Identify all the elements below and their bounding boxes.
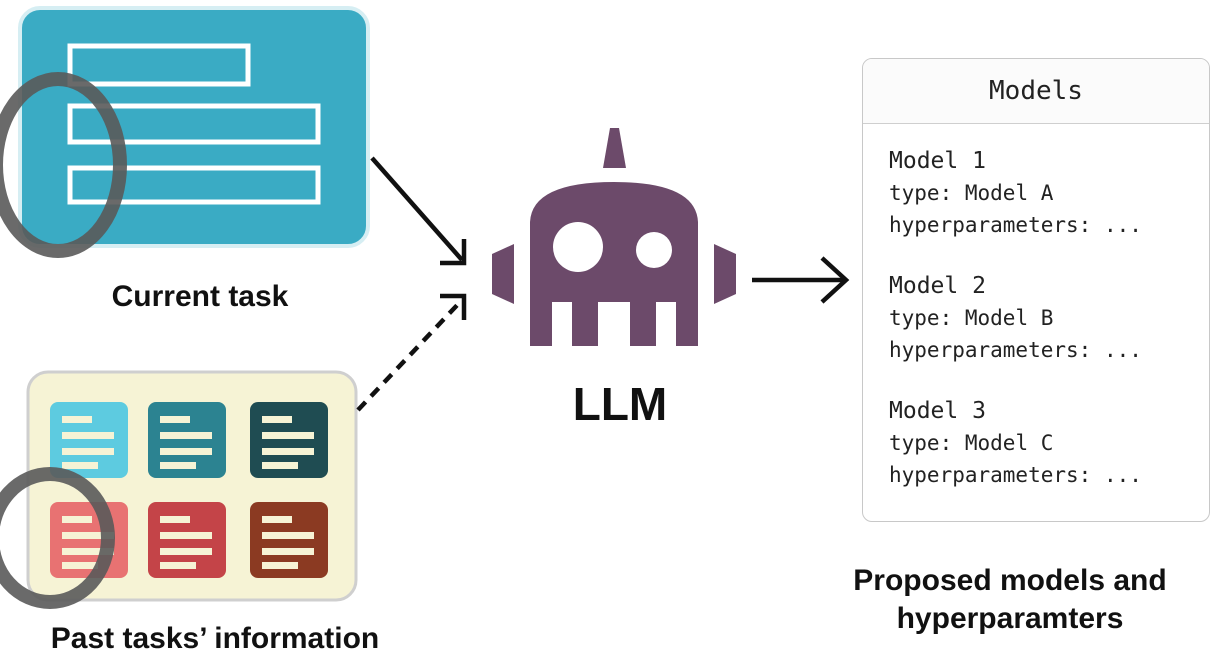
model-hp-row: hyperparameters: ... — [889, 459, 1142, 491]
tile-text-line — [62, 448, 114, 455]
model-type-value: Model B — [964, 306, 1054, 330]
model-hp-key: hyperparameters: — [889, 213, 1092, 237]
past-task-tile — [148, 502, 226, 578]
current-task-icon — [18, 6, 370, 248]
tile-text-line — [160, 548, 212, 555]
tile-text-line — [62, 532, 114, 539]
past-task-tile — [148, 402, 226, 478]
output-label-line-1: Proposed models and — [853, 564, 1167, 597]
model-hp-value: ... — [1103, 213, 1142, 237]
tile-text-line — [160, 448, 212, 455]
model-type-key: type: — [889, 431, 953, 455]
model-entry-3: Model 3 type: Model C hyperparameters: .… — [889, 395, 1142, 491]
current-task-line-1 — [67, 43, 251, 87]
tile-text-line — [62, 432, 114, 439]
model-hp-value: ... — [1103, 338, 1142, 362]
model-hp-row: hyperparameters: ... — [889, 334, 1142, 366]
tile-text-line — [62, 548, 114, 555]
past-tasks-highlight-ring — [0, 467, 115, 609]
tile-text-line — [160, 416, 190, 423]
output-label-line-2: hyperparamters — [896, 602, 1124, 635]
models-panel-title: Models — [863, 59, 1209, 124]
past-task-tile — [250, 402, 328, 478]
model-type-key: type: — [889, 181, 953, 205]
tile-text-line — [160, 462, 196, 469]
tile-text-line — [262, 532, 314, 539]
tile-text-line — [262, 448, 314, 455]
tile-text-line — [62, 462, 98, 469]
model-type-key: type: — [889, 306, 953, 330]
robot-head — [530, 182, 698, 346]
model-hp-key: hyperparameters: — [889, 338, 1092, 362]
past-task-tile — [50, 502, 128, 578]
model-entry-1: Model 1 type: Model A hyperparameters: .… — [889, 145, 1142, 241]
past-tasks-label: Past tasks’ information — [50, 622, 380, 655]
model-name: Model 3 — [889, 398, 986, 424]
model-type-value: Model A — [964, 181, 1054, 205]
robot-right-eye — [636, 232, 672, 268]
model-type-value: Model C — [964, 431, 1054, 455]
past-task-tile — [250, 502, 328, 578]
tile-text-line — [262, 516, 292, 523]
tile-text-line — [160, 532, 212, 539]
robot-left-ear — [492, 244, 514, 304]
output-label: Proposed models and hyperparamters — [800, 562, 1220, 638]
robot-right-ear — [714, 244, 736, 304]
model-type-row: type: Model C — [889, 427, 1142, 459]
past-task-tile — [50, 402, 128, 478]
model-type-row: type: Model A — [889, 177, 1142, 209]
model-hp-row: hyperparameters: ... — [889, 209, 1142, 241]
tile-text-line — [262, 432, 314, 439]
tile-text-line — [62, 516, 92, 523]
tile-text-line — [262, 416, 292, 423]
model-hp-value: ... — [1103, 463, 1142, 487]
robot-left-eye — [553, 222, 603, 272]
llm-label: LLM — [572, 378, 668, 430]
tile-text-line — [262, 548, 314, 555]
model-type-row: type: Model B — [889, 302, 1142, 334]
model-entry-2: Model 2 type: Model B hyperparameters: .… — [889, 270, 1142, 366]
tile-text-line — [160, 432, 212, 439]
current-task-line-3 — [67, 165, 321, 205]
model-hp-key: hyperparameters: — [889, 463, 1092, 487]
output-arrow — [752, 256, 850, 304]
current-task-label: Current task — [111, 280, 289, 313]
current-task-highlight-ring — [0, 72, 127, 258]
robot-icon — [492, 128, 736, 346]
tile-text-line — [62, 562, 98, 569]
current-task-arrow — [370, 156, 467, 266]
tile-text-line — [262, 462, 298, 469]
tile-text-line — [160, 562, 196, 569]
model-name: Model 1 — [889, 148, 986, 174]
models-panel: Models Model 1 type: Model A hyperparame… — [862, 58, 1210, 522]
tile-text-line — [62, 416, 92, 423]
tile-text-line — [262, 562, 298, 569]
robot-antenna — [603, 128, 626, 168]
model-name: Model 2 — [889, 273, 986, 299]
tile-text-line — [160, 516, 190, 523]
past-tasks-dashed-arrow — [356, 293, 467, 412]
